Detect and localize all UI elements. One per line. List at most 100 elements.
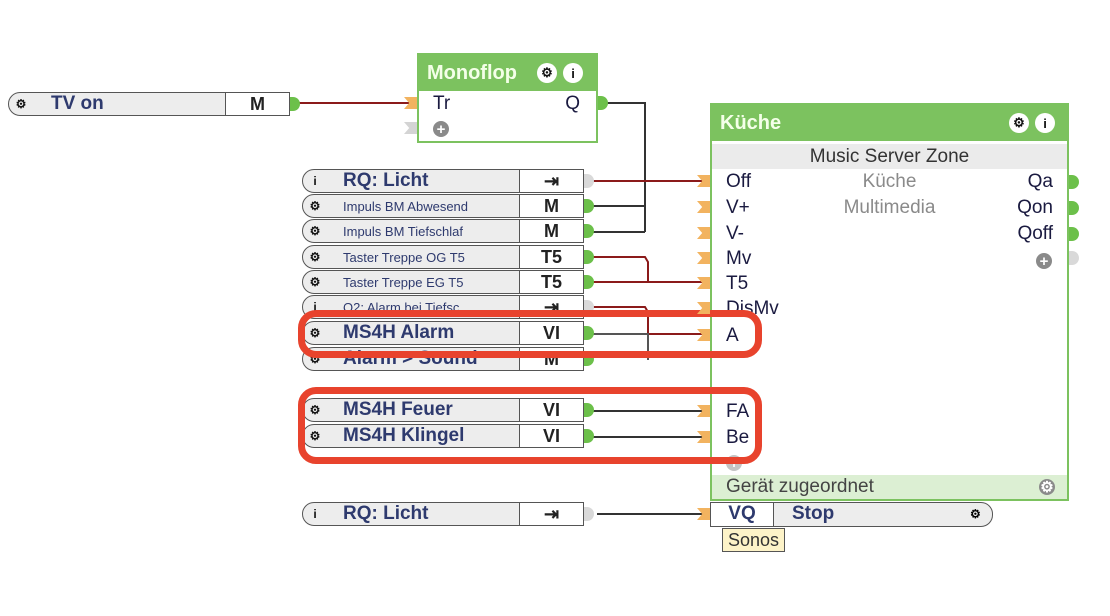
input-flag[interactable]	[697, 175, 710, 187]
wire-q-bus	[607, 102, 646, 232]
info-icon[interactable]: i	[313, 174, 317, 188]
block-type: ⇥	[519, 503, 583, 525]
info-icon[interactable]: i	[313, 300, 317, 314]
block-type: M	[519, 348, 583, 370]
vq-stop-block[interactable]: VQ Stop ⚙	[710, 502, 993, 527]
gear-icon[interactable]: ⚙	[537, 63, 557, 83]
output-connector[interactable]	[584, 275, 594, 289]
gear-icon[interactable]: ⚙	[15, 97, 27, 111]
output-connector[interactable]	[584, 300, 594, 314]
block-type: VI	[519, 399, 583, 421]
kueche-footer: Gerät zugeordnet ⚙	[712, 475, 1067, 499]
gear-icon[interactable]: ⚙	[970, 507, 981, 521]
output-port: Qa	[1027, 171, 1053, 192]
input-flag-empty[interactable]	[404, 122, 417, 134]
gear-icon[interactable]: ⚙	[309, 429, 321, 443]
block-type: M	[519, 220, 583, 242]
block-type: VI	[519, 322, 583, 344]
monoflop-header: Monoflop ⚙ i	[419, 55, 596, 91]
info-icon[interactable]: i	[563, 63, 583, 83]
sonos-tooltip: Sonos	[722, 528, 786, 552]
kueche-subtitle: Music Server Zone	[712, 144, 1067, 169]
input-flag[interactable]	[697, 405, 710, 417]
add-input-icon[interactable]: +	[433, 121, 449, 137]
output-port: Qon	[1017, 197, 1053, 218]
input-flag[interactable]	[404, 97, 417, 109]
block-type: T5	[519, 271, 583, 293]
output-connector[interactable]	[584, 250, 594, 264]
gear-icon[interactable]: ⚙	[309, 403, 321, 417]
input-block[interactable]: ⚙ Taster Treppe OG T5 T5	[302, 245, 584, 269]
kueche-block[interactable]: Küche ⚙ i Music Server Zone Küche Multim…	[710, 103, 1069, 501]
gear-icon[interactable]: ⚙	[309, 326, 321, 340]
monoflop-block[interactable]: Monoflop ⚙ i Tr Q +	[417, 53, 598, 143]
input-block[interactable]: ⚙ Impuls BM Tiefschlaf M	[302, 219, 584, 243]
kueche-room: Küche	[862, 171, 917, 192]
block-name: MS4H Feuer	[343, 399, 453, 420]
input-flag[interactable]	[697, 227, 710, 239]
block-type: ⇥	[519, 170, 583, 192]
output-connector[interactable]	[584, 507, 594, 521]
input-flag[interactable]	[697, 277, 710, 289]
block-type: T5	[519, 246, 583, 268]
add-output-icon[interactable]: +	[1036, 253, 1052, 269]
gear-icon[interactable]: ⚙	[309, 352, 321, 366]
input-flag[interactable]	[697, 329, 710, 341]
info-icon[interactable]: i	[1035, 113, 1055, 133]
output-connector[interactable]	[1069, 227, 1079, 241]
wire-taster-og	[592, 256, 649, 282]
gear-icon[interactable]: ⚙	[309, 275, 321, 289]
info-icon[interactable]: i	[313, 507, 317, 521]
gear-icon[interactable]: ⚙	[309, 199, 321, 213]
gear-icon[interactable]: ⚙	[309, 224, 321, 238]
block-type: ⇥	[519, 296, 583, 318]
output-connector[interactable]	[584, 174, 594, 188]
output-connector[interactable]	[584, 429, 594, 443]
block-name: Impuls BM Tiefschlaf	[343, 223, 463, 239]
input-block[interactable]: i RQ: Licht ⇥	[302, 502, 584, 526]
block-name: Impuls BM Abwesend	[343, 198, 469, 214]
settings-icon[interactable]: ⚙	[1039, 478, 1055, 496]
output-connector[interactable]	[584, 224, 594, 238]
add-input-icon[interactable]: +	[726, 455, 742, 471]
input-flag[interactable]	[697, 302, 710, 314]
input-block[interactable]: ⚙ MS4H Feuer VI	[302, 398, 584, 422]
block-name: RQ: Licht	[343, 503, 429, 524]
input-flag[interactable]	[697, 252, 710, 264]
output-connector-empty[interactable]	[1069, 251, 1079, 265]
output-connector[interactable]	[290, 97, 300, 111]
monoflop-title: Monoflop	[427, 61, 517, 84]
block-name: Taster Treppe OG T5	[343, 249, 465, 265]
tv-on-block[interactable]: ⚙ TV on M	[8, 92, 290, 116]
output-connector[interactable]	[584, 199, 594, 213]
gear-icon[interactable]: ⚙	[309, 250, 321, 264]
input-flag[interactable]	[697, 508, 710, 520]
output-connector[interactable]	[584, 352, 594, 366]
wire-q2-to-a	[592, 306, 703, 335]
output-connector[interactable]	[598, 96, 608, 110]
block-type: M	[225, 93, 289, 115]
input-block[interactable]: ⚙ MS4H Alarm VI	[302, 321, 584, 345]
kueche-header: Küche ⚙ i	[712, 105, 1067, 141]
input-flag[interactable]	[697, 431, 710, 443]
input-flag[interactable]	[697, 201, 710, 213]
input-port: Mv	[726, 248, 752, 269]
gear-icon[interactable]: ⚙	[1009, 113, 1029, 133]
kueche-title: Küche	[720, 111, 782, 134]
output-connector[interactable]	[1069, 201, 1079, 215]
input-port: Off	[726, 171, 751, 192]
output-q: Q	[565, 93, 580, 114]
block-name: MS4H Alarm	[343, 322, 455, 343]
output-connector[interactable]	[1069, 175, 1079, 189]
block-type: VI	[519, 425, 583, 447]
output-connector[interactable]	[584, 326, 594, 340]
output-connector[interactable]	[584, 403, 594, 417]
wire-ms4h-alarm	[592, 333, 649, 360]
input-port: T5	[726, 273, 749, 294]
